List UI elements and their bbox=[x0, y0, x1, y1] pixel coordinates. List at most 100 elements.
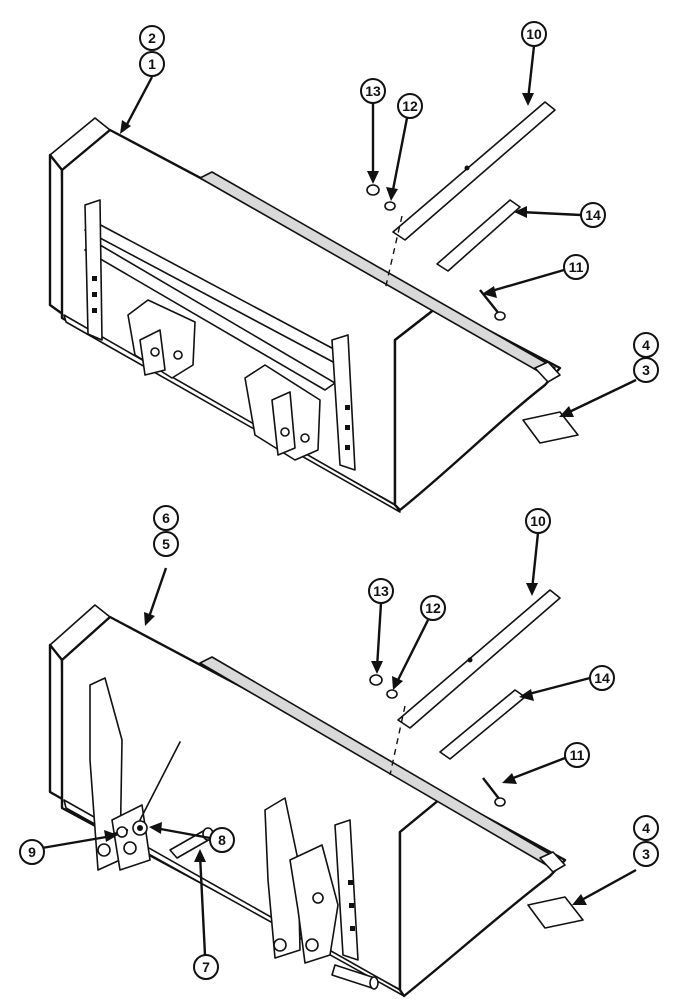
bottom-callout-12 bbox=[420, 595, 446, 621]
bottom-leader-13 bbox=[375, 602, 383, 669]
top-bucket-edge-end bbox=[534, 361, 561, 383]
top-left-vertical-bracket bbox=[84, 199, 103, 341]
top-bracket-hole bbox=[345, 405, 350, 410]
top-part-12-washer bbox=[384, 201, 396, 211]
bottom-leader-11 bbox=[507, 756, 566, 782]
bottom-callout-13 bbox=[368, 578, 394, 604]
top-left-hook-hole bbox=[150, 347, 160, 357]
bottom-leader-8 bbox=[154, 826, 211, 840]
top-arrowhead-11 bbox=[482, 286, 497, 298]
top-callout-14 bbox=[580, 202, 606, 228]
bottom-bracket-hole bbox=[350, 926, 355, 931]
bottom-part-9-pin-head bbox=[116, 826, 128, 838]
bottom-left-hitch-hole bbox=[97, 843, 111, 857]
bottom-arrowhead-10 bbox=[526, 583, 538, 596]
bottom-leader-9 bbox=[41, 834, 113, 850]
top-leader-10 bbox=[526, 45, 536, 101]
top-arrowhead-13 bbox=[367, 171, 379, 184]
bottom-bracket-hole bbox=[349, 903, 354, 908]
bottom-left-hitch-rod bbox=[139, 741, 181, 821]
bottom-callout-7-label: 7 bbox=[202, 959, 210, 975]
bottom-bracket-hole bbox=[348, 880, 353, 885]
bottom-left-hitch-hole bbox=[123, 841, 137, 855]
top-bracket-hole bbox=[92, 276, 97, 281]
bottom-callout-12-label: 12 bbox=[425, 600, 441, 616]
bottom-callout-5-label: 5 bbox=[162, 536, 170, 552]
bottom-callout-4 bbox=[633, 815, 659, 841]
bottom-callout-4-label: 4 bbox=[642, 820, 650, 836]
bottom-callout-7 bbox=[193, 954, 219, 980]
top-callout-3 bbox=[633, 357, 659, 383]
top-arrowhead-1 bbox=[120, 120, 131, 134]
top-leader-11 bbox=[487, 268, 565, 294]
top-loose-parts bbox=[366, 101, 579, 444]
bottom-callouts: 6 5 10 13 12 14 11 4 3 8 bbox=[19, 505, 659, 980]
bottom-callout-3 bbox=[633, 841, 659, 867]
bottom-arrowhead-3 bbox=[572, 894, 587, 905]
top-callout-2 bbox=[139, 25, 165, 51]
bottom-arrowhead-7 bbox=[194, 849, 206, 862]
bottom-bucket-edge-end bbox=[539, 851, 566, 873]
bottom-bucket-assembly bbox=[48, 604, 567, 998]
top-callout-13-label: 13 bbox=[365, 83, 381, 99]
top-part-14-short-strap bbox=[436, 199, 521, 272]
top-callout-10 bbox=[521, 21, 547, 47]
bottom-arrowhead-11 bbox=[502, 773, 517, 784]
top-left-hook-hole bbox=[173, 350, 183, 360]
bottom-callout-9 bbox=[19, 839, 45, 865]
bottom-right-vertical-bracket bbox=[334, 819, 359, 961]
bottom-part-12-washer bbox=[386, 689, 398, 699]
top-callout-10-label: 10 bbox=[526, 26, 542, 42]
bottom-leader-5 bbox=[146, 567, 168, 621]
top-callout-11-label: 11 bbox=[569, 259, 584, 275]
bottom-arrowhead-8 bbox=[149, 822, 162, 834]
bottom-callout-6-label: 6 bbox=[162, 510, 170, 526]
top-part-11-bolt-head bbox=[494, 311, 506, 321]
bottom-right-lower-pin-end bbox=[369, 976, 379, 990]
top-right-hook-hole bbox=[280, 427, 290, 437]
bottom-right-hitch-plate bbox=[289, 844, 339, 964]
top-arrowhead-12 bbox=[386, 187, 398, 201]
top-part-13-nut bbox=[366, 184, 380, 196]
bottom-callout-8 bbox=[209, 827, 235, 853]
top-right-vertical-bracket bbox=[331, 334, 356, 471]
top-bracket-hole bbox=[345, 425, 350, 430]
bottom-part-14-short-strap bbox=[439, 689, 526, 760]
top-part-10-long-strap bbox=[392, 101, 556, 241]
top-callout-1-label: 1 bbox=[148, 56, 156, 72]
bottom-callout-5 bbox=[153, 531, 179, 557]
bottom-arrowhead-14 bbox=[519, 689, 534, 701]
top-callout-14-label: 14 bbox=[585, 207, 601, 223]
bottom-leader-3 bbox=[577, 868, 637, 904]
top-callout-4-label: 4 bbox=[642, 337, 650, 353]
top-leader-14 bbox=[519, 210, 582, 217]
bottom-right-hitch-hole bbox=[273, 938, 287, 952]
top-callout-13 bbox=[360, 78, 386, 104]
bottom-callout-3-label: 3 bbox=[642, 846, 650, 862]
bottom-arrowhead-12 bbox=[392, 676, 403, 690]
bottom-callout-14-label: 14 bbox=[594, 670, 610, 686]
bottom-part-8-bushing-core bbox=[137, 825, 143, 831]
top-bracket-hole bbox=[345, 445, 350, 450]
top-bracket-hole bbox=[92, 308, 97, 313]
top-bucket-cutting-edge bbox=[199, 171, 556, 376]
top-callout-2-label: 2 bbox=[148, 30, 156, 46]
bottom-callout-10-label: 10 bbox=[530, 513, 546, 529]
bottom-leader-12 bbox=[394, 619, 430, 685]
top-leader-12 bbox=[390, 117, 409, 196]
bottom-part-11-bolt-head bbox=[494, 797, 506, 807]
bottom-part-3-4-pad bbox=[527, 896, 584, 929]
top-callout-12 bbox=[397, 93, 423, 119]
bottom-callout-10 bbox=[525, 508, 551, 534]
top-bucket-assembly bbox=[48, 117, 562, 513]
bottom-callout-6 bbox=[153, 505, 179, 531]
top-arrowhead-10 bbox=[522, 93, 534, 106]
top-right-hook-hole bbox=[300, 433, 310, 443]
bottom-alignment-line bbox=[389, 705, 406, 776]
bottom-right-hitch-bracket bbox=[264, 797, 301, 959]
bottom-callout-11 bbox=[564, 742, 590, 768]
bottom-arrowhead-9 bbox=[104, 830, 118, 842]
bottom-leader-7 bbox=[198, 854, 207, 956]
top-part-3-4-pad bbox=[522, 411, 579, 444]
